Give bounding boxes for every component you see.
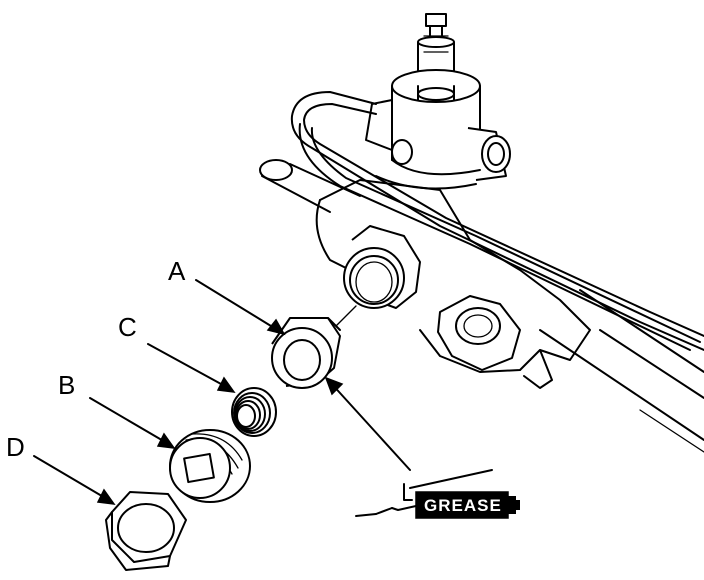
- label-c: C: [118, 312, 137, 342]
- label-a: A: [168, 256, 186, 286]
- spring-part-c: [231, 387, 277, 437]
- port-fitting: [467, 127, 511, 181]
- rack-tube: [259, 159, 704, 453]
- pinion-shaft: [391, 13, 481, 161]
- hydraulic-pipes: [290, 91, 704, 351]
- label-b-callout: B: [58, 370, 176, 449]
- label-d-callout: D: [6, 432, 116, 505]
- grease-label: GREASE: [424, 496, 502, 515]
- rack-guide-part-a: [271, 305, 357, 389]
- label-c-callout: C: [118, 312, 236, 393]
- label-b: B: [58, 370, 75, 400]
- mounting-boss: [437, 295, 521, 371]
- grease-gun-icon: GREASE: [355, 469, 520, 519]
- grease-arrow: [324, 376, 411, 471]
- steering-gear-housing: [259, 13, 704, 453]
- locknut-part-d: [105, 491, 187, 571]
- rack-guide-bore: [343, 225, 421, 309]
- label-d: D: [6, 432, 25, 462]
- label-a-callout: A: [168, 256, 286, 336]
- screw-plug-part-b: [169, 429, 251, 503]
